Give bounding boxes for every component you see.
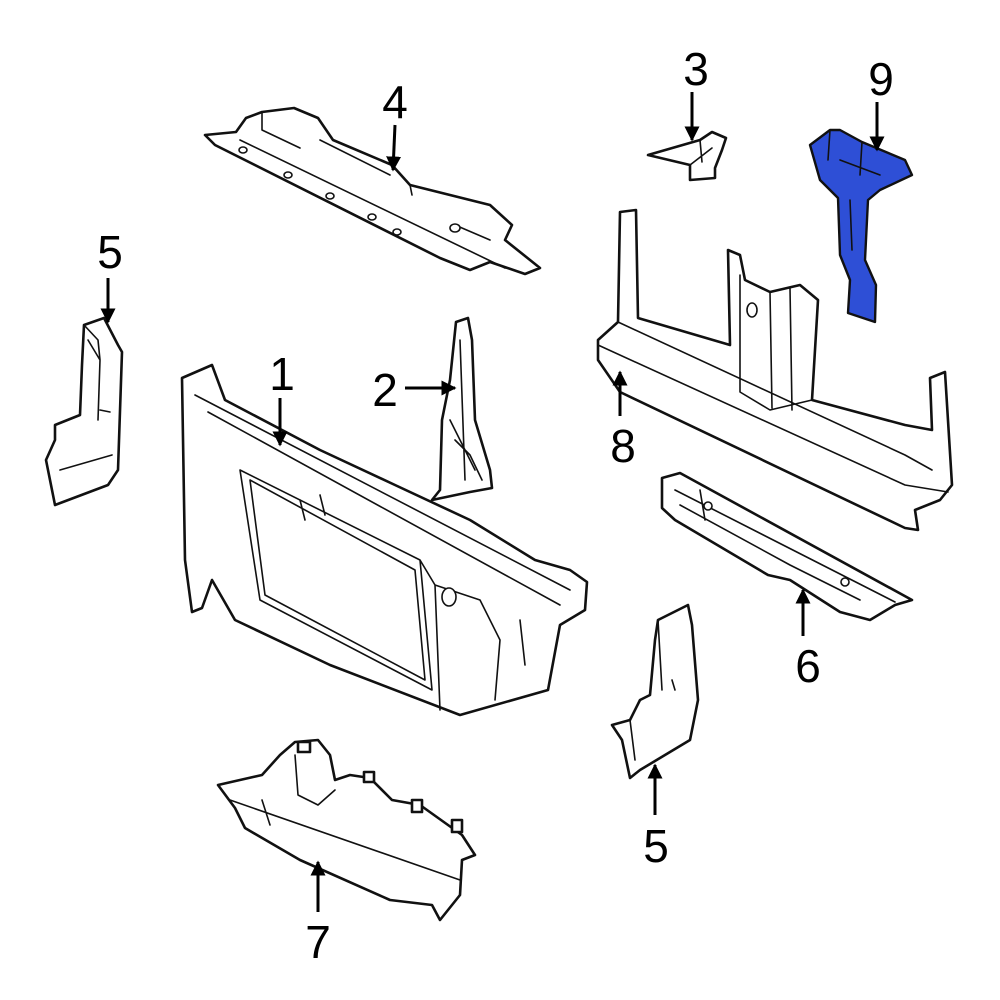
- part-4-upper-tie-bar[interactable]: [203, 106, 542, 276]
- callout-8: 8: [610, 420, 636, 472]
- arrow-4: [386, 124, 402, 172]
- callout-6: 6: [795, 640, 821, 692]
- callout-5-right: 5: [643, 820, 669, 872]
- callout-9: 9: [868, 53, 894, 105]
- part-5-deflector-right[interactable]: [610, 603, 700, 780]
- part-8-frame[interactable]: [596, 208, 954, 532]
- callout-4: 4: [382, 76, 408, 128]
- part-7-splash-shield[interactable]: [216, 738, 477, 922]
- callout-1: 1: [269, 348, 295, 400]
- part-6-lower-rail[interactable]: [660, 471, 914, 622]
- part-3-bracket[interactable]: [646, 130, 728, 182]
- part-2-support[interactable]: [430, 316, 494, 502]
- part-9-highlighted-bracket[interactable]: [808, 128, 914, 324]
- callout-5-left: 5: [97, 226, 123, 278]
- callout-7: 7: [305, 916, 331, 968]
- callout-2: 2: [372, 364, 398, 416]
- callout-3: 3: [683, 43, 709, 95]
- part-1-radiator-support[interactable]: [180, 363, 589, 717]
- part-5-deflector-left[interactable]: [44, 316, 124, 507]
